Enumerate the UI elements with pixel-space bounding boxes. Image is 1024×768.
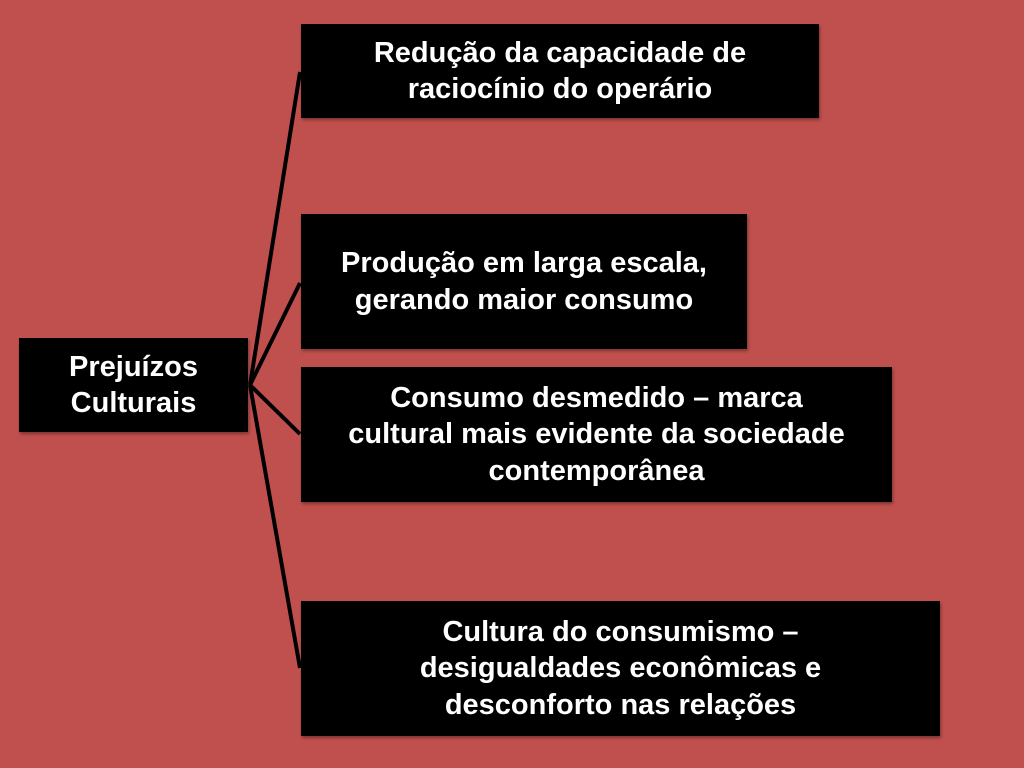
branch-node-4: Cultura do consumismo – desigualdades ec… <box>301 601 940 736</box>
branch-node-3-label: Consumo desmedido – marca cultural mais … <box>348 382 845 487</box>
branch-node-2-label: Produção em larga escala, gerando maior … <box>341 247 707 316</box>
branch-node-1-label: Redução da capacidade de raciocínio do o… <box>373 36 747 105</box>
connector-branch-1 <box>248 71 302 386</box>
branch-node-3: Consumo desmedido – marca cultural mais … <box>301 367 892 502</box>
root-node-label: Prejuízos Culturais <box>69 350 198 419</box>
connector-branch-3 <box>248 383 302 436</box>
root-node: Prejuízos Culturais <box>19 338 248 432</box>
branch-node-4-label: Cultura do consumismo – desigualdades ec… <box>419 616 822 721</box>
connector-branch-2 <box>248 282 302 386</box>
branch-node-2: Produção em larga escala, gerando maior … <box>301 214 747 349</box>
connector-branch-4 <box>248 384 302 669</box>
branch-node-1: Redução da capacidade de raciocínio do o… <box>301 24 819 118</box>
